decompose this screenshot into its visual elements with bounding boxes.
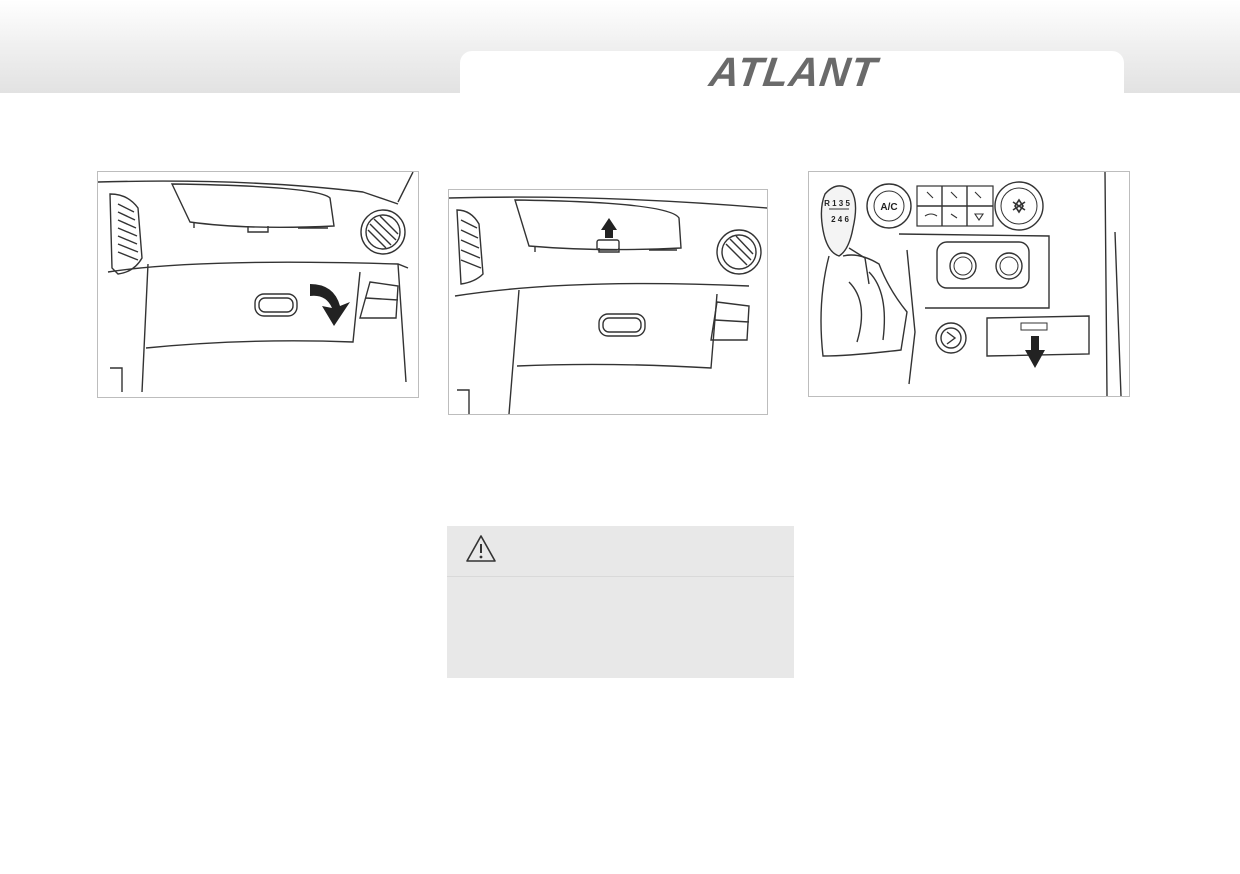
figure-center-console: R 1 3 5 2 4 6 A/C [808, 171, 1130, 397]
arrow-down-icon [1025, 336, 1045, 368]
brand-logo: ATLANT [706, 49, 881, 95]
upper-compartment-latch-icon [596, 239, 620, 251]
figure-glove-box-open [97, 171, 419, 398]
glove-box-handle-icon [598, 313, 646, 337]
glove-box-handle-icon [254, 293, 298, 317]
arrow-up-icon [601, 218, 617, 238]
curved-arrow-icon [310, 284, 350, 326]
header-tab [460, 51, 1124, 93]
figure-glove-box-upper [448, 189, 768, 415]
svg-text:2 4 6: 2 4 6 [831, 215, 849, 224]
air-vent-icon [456, 209, 484, 285]
gear-knob-icon: R 1 3 5 2 4 6 [820, 185, 857, 257]
svg-text:A/C: A/C [880, 202, 897, 213]
ac-knob-icon: A/C [866, 183, 912, 229]
warning-box [447, 526, 794, 678]
air-vent-icon [109, 193, 143, 275]
air-vent-icon [360, 209, 406, 255]
warning-triangle-icon [466, 535, 496, 562]
fan-knob-icon [994, 181, 1044, 231]
warning-header [447, 526, 794, 577]
air-vent-icon [716, 229, 762, 275]
svg-text:R 1 3 5: R 1 3 5 [824, 199, 850, 208]
